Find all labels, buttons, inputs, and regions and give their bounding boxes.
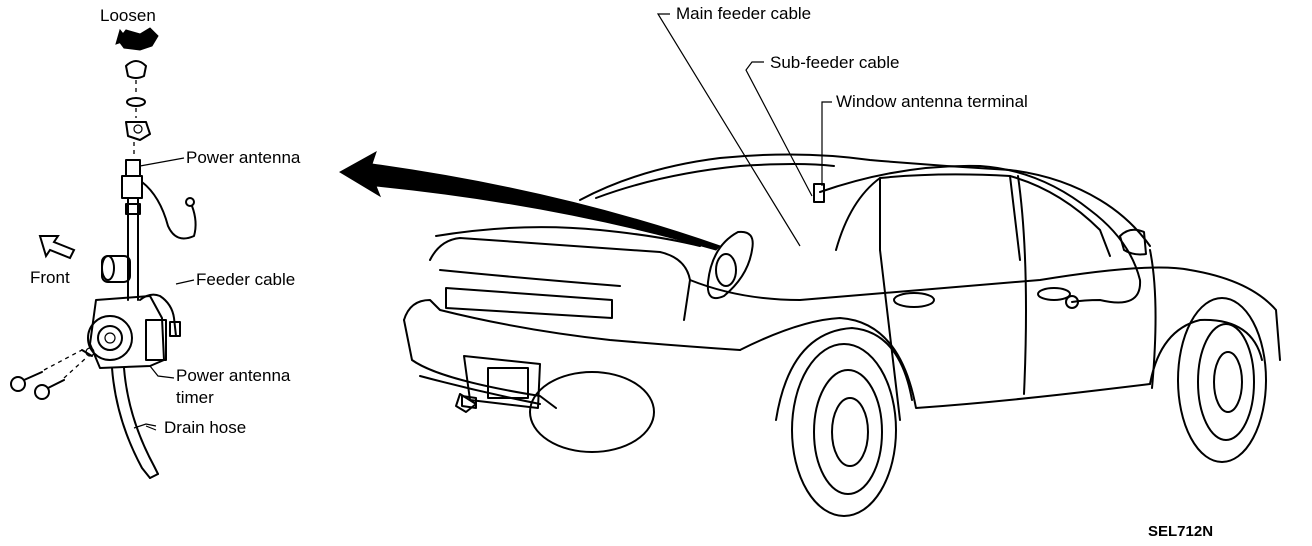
label-drain-hose: Drain hose xyxy=(164,418,247,437)
mounting-screws xyxy=(10,349,87,400)
label-power-antenna-timer-1: Power antenna xyxy=(176,366,291,385)
drain-hose xyxy=(111,367,151,479)
front-arrow-icon xyxy=(38,235,76,260)
loosen-arrow-icon xyxy=(117,27,159,51)
o-ring xyxy=(126,97,146,107)
label-loosen: Loosen xyxy=(100,6,156,25)
antenna-motor xyxy=(101,255,131,283)
power-antenna-assembly xyxy=(10,27,197,479)
figure-code: SEL712N xyxy=(1148,523,1214,540)
leader-lines xyxy=(145,13,832,431)
car-illustration xyxy=(403,153,1281,517)
window-antenna-terminal-part xyxy=(813,183,825,203)
label-power-antenna: Power antenna xyxy=(186,148,301,167)
label-sub-feeder-cable: Sub-feeder cable xyxy=(770,53,900,72)
label-window-antenna-terminal: Window antenna terminal xyxy=(836,92,1028,111)
antenna-mast-top xyxy=(125,159,141,177)
antenna-nut xyxy=(125,121,151,141)
label-front: Front xyxy=(30,268,70,287)
label-feeder-cable: Feeder cable xyxy=(196,270,296,289)
antenna-opening xyxy=(706,230,754,300)
label-power-antenna-timer-2: timer xyxy=(176,388,214,407)
location-arrow-icon xyxy=(339,150,721,251)
antenna-cap xyxy=(125,60,147,79)
label-main-feeder-cable: Main feeder cable xyxy=(676,4,812,23)
